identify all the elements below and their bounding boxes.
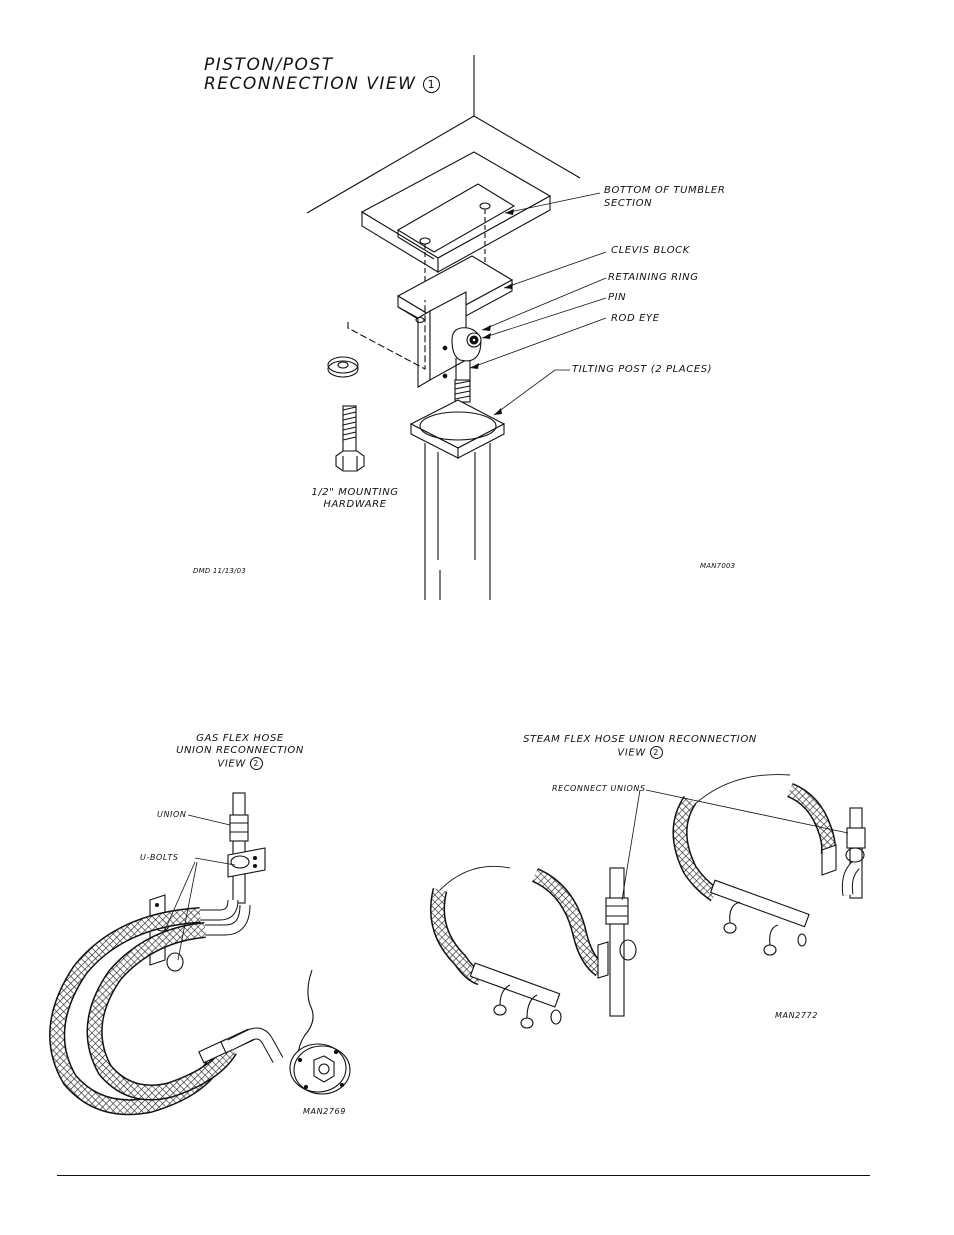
gas-flange	[290, 1044, 350, 1094]
callout-clevis-block: CLEVIS BLOCK	[611, 245, 690, 257]
piston-title-line2: RECONNECTION VIEW 1	[204, 75, 440, 95]
page-footer-rule	[57, 1175, 870, 1176]
drawing-id-man2769: MAN2769	[303, 1107, 346, 1116]
piston-post-drawing	[307, 55, 606, 600]
drawn-by-date: DMD 11/13/03	[193, 567, 246, 575]
gas-title-line3: VIEW 2	[170, 757, 310, 770]
rod-eye	[452, 328, 481, 382]
callout-pin: PIN	[608, 292, 626, 304]
tilting-post	[411, 400, 504, 600]
gas-title-line2: UNION RECONNECTION	[170, 745, 310, 757]
steam-hose-drawing	[438, 775, 866, 1028]
label-reconnect-unions: RECONNECT UNIONS	[552, 784, 646, 793]
callout-tilting-post: TILTING POST (2 PLACES)	[572, 364, 712, 376]
threaded-rod	[455, 380, 470, 402]
callout-retaining-ring: RETAINING RING	[608, 272, 699, 284]
gas-title-line1: GAS FLEX HOSE	[170, 733, 310, 745]
view-number-badge: 2	[250, 757, 263, 770]
tumbler-plate	[362, 152, 550, 272]
hardware-label-line1: 1/2" MOUNTING	[310, 487, 400, 499]
view-number-badge: 1	[423, 76, 440, 93]
view-number-badge: 2	[650, 746, 663, 759]
label-union: UNION	[157, 810, 186, 819]
piston-title-text: RECONNECTION VIEW	[204, 74, 416, 94]
callout-tumbler-line1: BOTTOM OF TUMBLER	[604, 185, 725, 197]
washer	[328, 357, 358, 377]
hardware-label-line2: HARDWARE	[310, 499, 400, 511]
steam-title-line1: STEAM FLEX HOSE UNION RECONNECTION	[520, 734, 760, 746]
gas-title-view: VIEW	[217, 759, 245, 770]
label-u-bolts: U-BOLTS	[140, 853, 179, 862]
mounting-bolt	[336, 406, 364, 471]
piston-title-line1: PISTON/POST	[204, 56, 334, 76]
drawing-id-man7003: MAN7003	[700, 562, 735, 570]
steam-title-line2: VIEW 2	[520, 746, 760, 759]
callout-tumbler-line2: SECTION	[604, 198, 652, 210]
clevis-block	[398, 256, 512, 387]
gas-hose-drawing	[57, 793, 350, 1107]
steam-title-view: VIEW	[617, 748, 645, 759]
callout-rod-eye: ROD EYE	[611, 313, 660, 325]
drawing-id-man2772: MAN2772	[775, 1011, 818, 1020]
